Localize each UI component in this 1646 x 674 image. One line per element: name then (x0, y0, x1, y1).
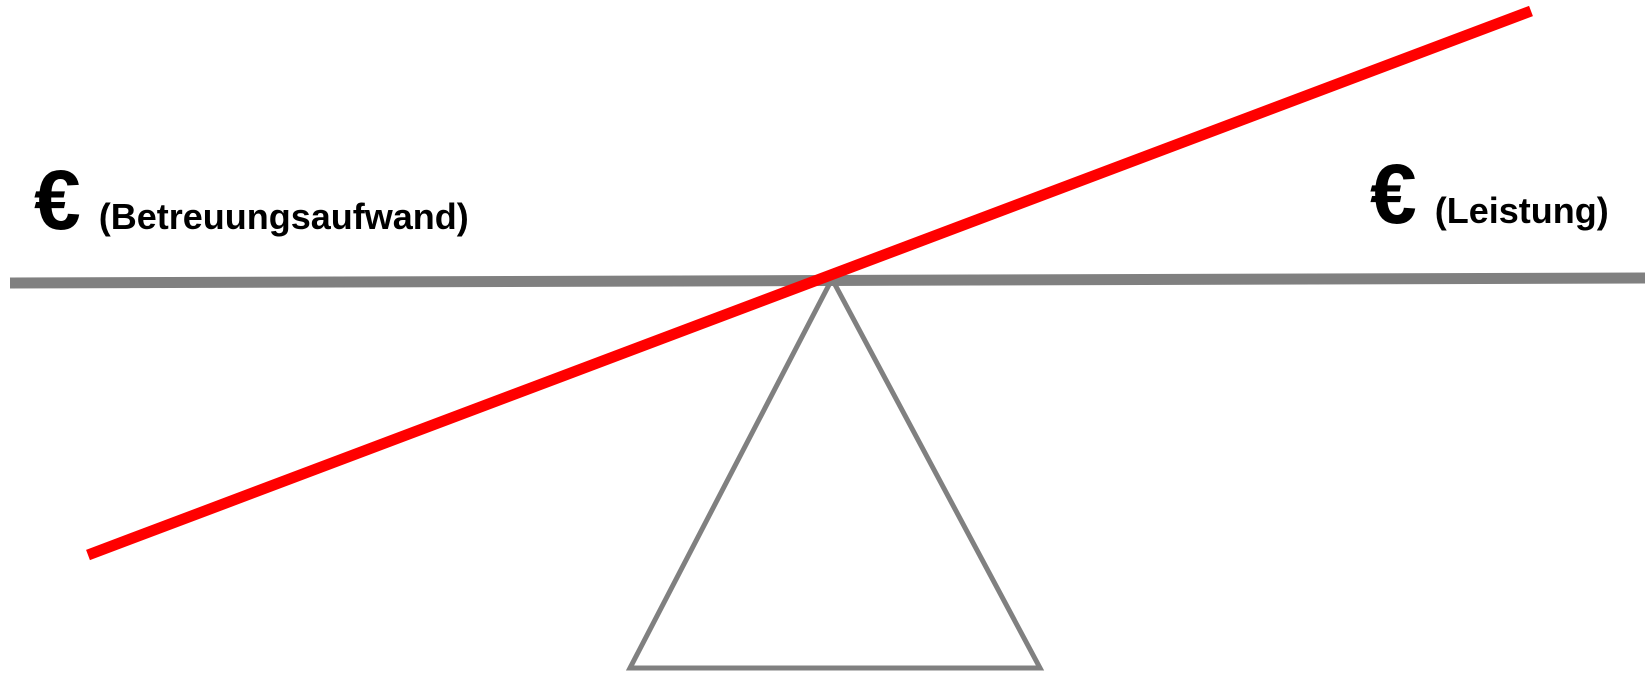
label-leistung: €(Leistung) (1370, 152, 1609, 236)
euro-symbol-right: € (1370, 147, 1417, 241)
euro-symbol-left: € (34, 153, 81, 247)
label-betreuungsaufwand-text: (Betreuungsaufwand) (98, 196, 469, 237)
label-leistung-text: (Leistung) (1434, 190, 1609, 231)
label-betreuungsaufwand: €(Betreuungsaufwand) (34, 158, 469, 242)
tilted-beam (86, 5, 1533, 561)
fulcrum-triangle (625, 273, 1045, 671)
